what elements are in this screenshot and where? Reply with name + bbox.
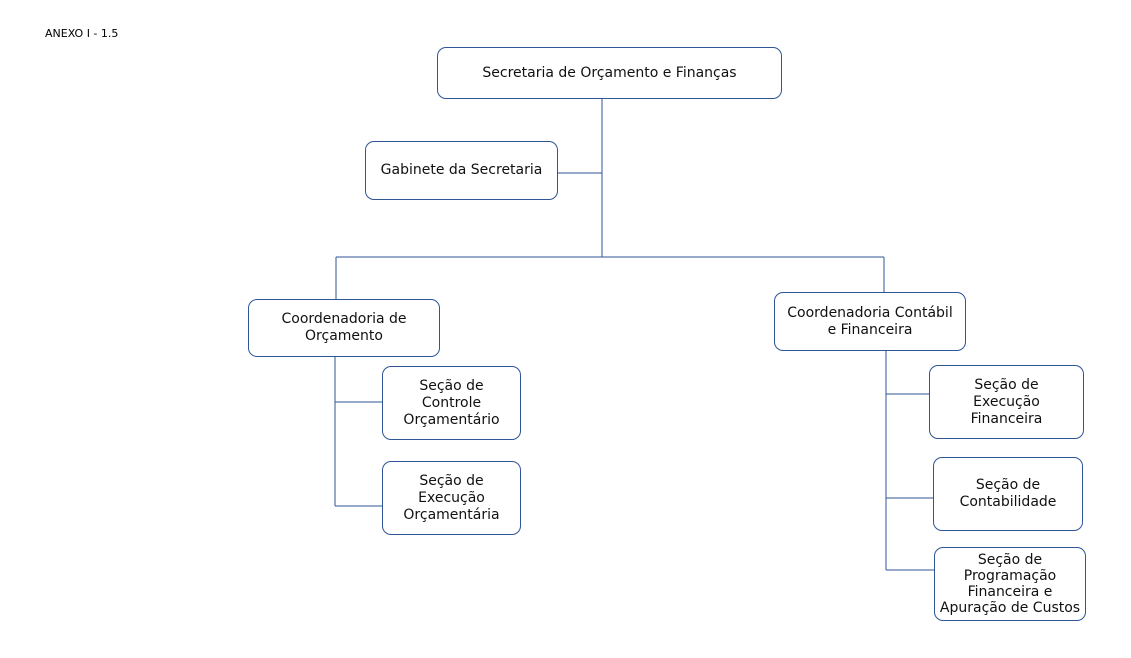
node-sec-exec-fin-label: Seção de Execução Financeira xyxy=(970,376,1043,427)
node-sec-controle-label: Seção de Controle Orçamentário xyxy=(403,377,500,428)
node-sec-programacao: Seção de Programação Financeira e Apuraç… xyxy=(934,547,1086,621)
node-sec-programacao-label: Seção de Programação Financeira e Apuraç… xyxy=(939,552,1081,616)
node-gabinete: Gabinete da Secretaria xyxy=(365,141,558,200)
node-coord-orcamento-label: Coordenadoria de Orçamento xyxy=(281,311,407,344)
node-coord-orcamento: Coordenadoria de Orçamento xyxy=(248,299,440,357)
node-sec-exec-orc: Seção de Execução Orçamentária xyxy=(382,461,521,535)
node-sec-contabilidade: Seção de Contabilidade xyxy=(933,457,1083,531)
node-sec-controle: Seção de Controle Orçamentário xyxy=(382,366,521,440)
node-secretaria-label: Secretaria de Orçamento e Finanças xyxy=(482,64,737,81)
node-secretaria: Secretaria de Orçamento e Finanças xyxy=(437,47,782,99)
node-gabinete-label: Gabinete da Secretaria xyxy=(380,162,543,178)
node-sec-contabilidade-label: Seção de Contabilidade xyxy=(959,477,1057,510)
annex-label-text: ANEXO I - 1.5 xyxy=(45,27,119,40)
annex-label: ANEXO I - 1.5 xyxy=(45,27,118,40)
node-coord-contabil: Coordenadoria Contábil e Financeira xyxy=(774,292,966,351)
node-sec-exec-orc-label: Seção de Execução Orçamentária xyxy=(403,472,500,523)
node-coord-contabil-label: Coordenadoria Contábil e Financeira xyxy=(787,304,953,338)
node-sec-exec-fin: Seção de Execução Financeira xyxy=(929,365,1084,439)
